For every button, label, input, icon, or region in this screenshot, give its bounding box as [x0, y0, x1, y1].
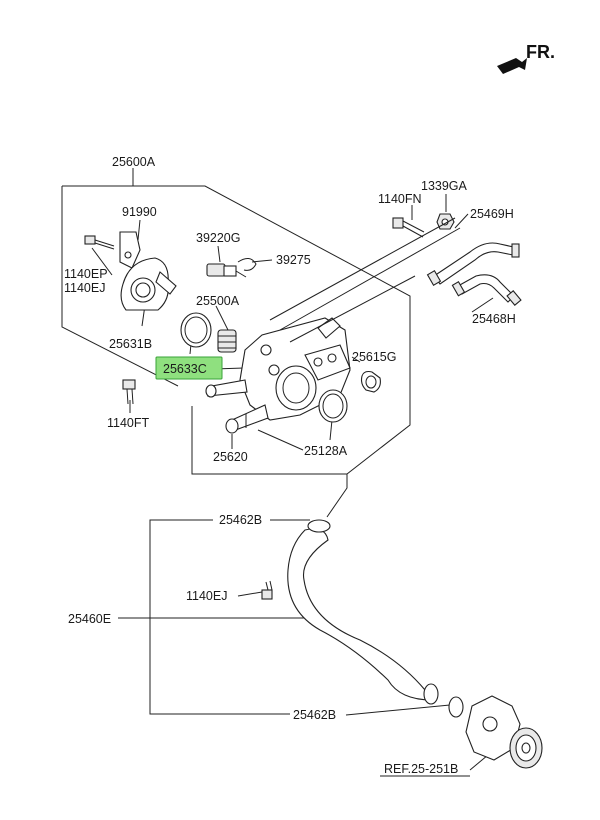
long-pipe-outline	[269, 217, 461, 343]
bolt-1140fn	[392, 217, 425, 238]
o-ring-pump	[448, 696, 464, 718]
label-1140ej-top[interactable]: 1140EJ	[64, 281, 105, 295]
lower-hose-25460e	[287, 519, 439, 705]
hose-25468h	[451, 274, 522, 306]
front-direction-arrow-icon	[497, 58, 527, 74]
label-25462b-top[interactable]: 25462B	[219, 513, 262, 527]
thermostat-25500a	[217, 329, 237, 353]
temperature-sensor-39220g	[206, 258, 257, 278]
label-ref-25-251b[interactable]: REF.25-251B	[384, 762, 458, 776]
label-39220g[interactable]: 39220G	[196, 231, 240, 245]
label-1140ej-mid[interactable]: 1140EJ	[186, 589, 227, 603]
label-25460e[interactable]: 25460E	[68, 612, 111, 626]
label-25615g[interactable]: 25615G	[352, 350, 396, 364]
front-direction-label: FR.	[526, 42, 555, 62]
label-25500a[interactable]: 25500A	[196, 294, 240, 308]
gasket-25633c	[180, 312, 212, 348]
bolt-1140ft	[122, 379, 136, 405]
assembly-frame	[61, 168, 411, 475]
label-25468h[interactable]: 25468H	[472, 312, 516, 326]
bracket-91990	[119, 231, 141, 269]
label-25469h[interactable]: 25469H	[470, 207, 514, 221]
bolt-1140ej	[261, 580, 273, 600]
selected-part-highlight[interactable]	[155, 356, 223, 380]
label-25600a[interactable]: 25600A	[112, 155, 156, 169]
water-pump-assembly	[465, 695, 543, 769]
label-1140fn[interactable]: 1140FN	[378, 192, 422, 206]
thermostat-cover-25631b	[120, 257, 177, 311]
label-91990[interactable]: 91990	[122, 205, 157, 219]
label-25462b-bottom[interactable]: 25462B	[293, 708, 336, 722]
label-25620[interactable]: 25620	[213, 450, 248, 464]
label-39275[interactable]: 39275	[276, 253, 311, 267]
label-1140ep[interactable]: 1140EP	[64, 267, 108, 281]
label-25631b[interactable]: 25631B	[109, 337, 152, 351]
hose-clamp-bracket	[149, 519, 290, 715]
label-1339ga[interactable]: 1339GA	[421, 179, 468, 193]
label-25633c[interactable]: 25633C	[163, 362, 207, 376]
label-25128a[interactable]: 25128A	[304, 444, 348, 458]
bolt-1140ep	[84, 235, 115, 250]
label-1140ft[interactable]: 1140FT	[107, 416, 150, 430]
gasket-25615g	[360, 370, 381, 393]
hose-25469h	[426, 242, 520, 286]
o-ring-25128a	[318, 389, 348, 423]
water-outlet-housing	[205, 317, 351, 434]
